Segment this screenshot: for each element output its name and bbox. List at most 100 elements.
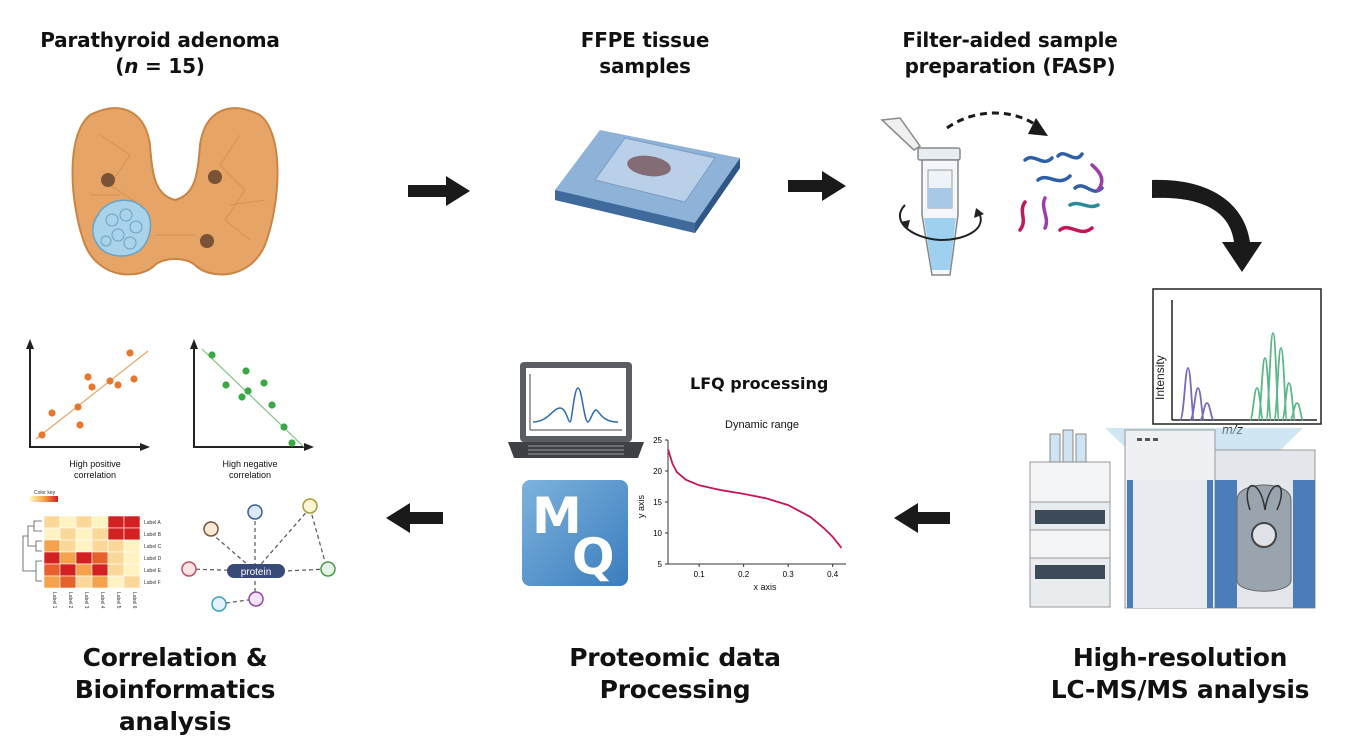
ffpe-title-line1: FFPE tissue — [580, 28, 710, 52]
negative-label-line2: correlation — [228, 470, 272, 481]
heatmap-cell — [75, 575, 93, 589]
x-tick-label: 0.4 — [827, 570, 839, 579]
scatter-point — [126, 349, 134, 357]
x-axis-label: x axis — [753, 582, 777, 592]
negative-label-line1: High negative — [222, 459, 278, 469]
laptop-illustration — [508, 362, 644, 458]
heatmap-cell — [75, 515, 93, 529]
fasp-illustration — [880, 117, 1104, 276]
n-symbol: n — [124, 53, 139, 78]
heatmap-col-label: Label 2 — [67, 592, 73, 609]
heatmap-cell — [107, 575, 125, 589]
heatmap-cell — [91, 563, 109, 577]
spectrum-ylabel: Intensity — [1153, 355, 1167, 400]
arrow-left-1 — [894, 503, 950, 533]
scatter-point — [84, 373, 92, 381]
y-axis-label: y axis — [636, 494, 646, 518]
heatmap-cell — [107, 551, 125, 565]
network-center-label: protein — [241, 567, 272, 578]
y-tick-label: 20 — [653, 467, 662, 476]
heatmap-cell — [43, 575, 61, 589]
heatmap-row-label: Label D — [144, 556, 162, 562]
heatmap-col-label: Label 1 — [51, 592, 57, 609]
scatter-point — [260, 379, 268, 387]
heatmap-cell — [107, 515, 125, 529]
heatmap-cell — [123, 527, 141, 541]
heatmap-cell — [91, 527, 109, 541]
heatmap-cell — [107, 527, 125, 541]
ffpe-title: FFPE tissue samples — [545, 28, 745, 79]
maxquant-logo: M Q — [522, 480, 628, 586]
heatmap-cell — [75, 563, 93, 577]
adenoma-title-line1: Parathyroid adenoma — [40, 28, 280, 52]
heatmap-col-label: Label 6 — [131, 592, 137, 609]
heatmap-cell — [91, 551, 109, 565]
lcms-title: High-resolution LC-MS/MS analysis — [1040, 642, 1320, 706]
y-tick-label: 25 — [653, 436, 662, 445]
heatmap-row-label: Label A — [144, 520, 161, 526]
heatmap-cell — [43, 551, 61, 565]
heatmap-cell — [59, 551, 77, 565]
thyroid-illustration — [71, 107, 279, 276]
lcms-instrument-illustration — [1029, 428, 1316, 609]
mass-spectrum-panel: Intensity — [1152, 288, 1322, 425]
fasp-title-line2: preparation (FASP) — [904, 53, 1116, 78]
heatmap-cell — [91, 575, 109, 589]
heatmap-cell — [75, 551, 93, 565]
positive-label: High positive correlation — [40, 459, 150, 482]
y-tick-label: 10 — [653, 529, 662, 538]
heatmap-cell — [123, 515, 141, 529]
heatmap-row-label: Label E — [144, 568, 162, 574]
mq-letter-q: Q — [572, 528, 615, 586]
heatmap-cell — [75, 539, 93, 553]
heatmap-cell — [43, 527, 61, 541]
lfq-heading: LFQ processing — [690, 374, 829, 393]
heatmap-cell — [123, 551, 141, 565]
lcms-title-line2: LC-MS/MS analysis — [1050, 675, 1310, 704]
scatter-point — [222, 381, 230, 389]
scatter-point — [130, 375, 138, 383]
adenoma-title: Parathyroid adenoma (n = 15) — [30, 28, 290, 79]
scatter-point — [114, 381, 122, 389]
y-tick-label: 5 — [658, 560, 663, 569]
y-tick-label: 15 — [653, 498, 662, 507]
ffpe-slide-illustration — [555, 130, 740, 233]
heatmap-col-label: Label 4 — [99, 592, 105, 609]
heatmap-col-label: Label 3 — [83, 592, 89, 609]
heatmap-color-key — [30, 496, 58, 502]
adenoma-title-line2: (n = 15) — [115, 53, 205, 78]
heatmap-cell — [123, 575, 141, 589]
heatmap-cell — [59, 563, 77, 577]
positive-correlation-plot — [26, 339, 150, 451]
heatmap-cell — [91, 539, 109, 553]
heatmap-key-label: Color key — [34, 490, 56, 496]
scatter-point — [288, 439, 296, 447]
scatter-point — [238, 393, 246, 401]
negative-correlation-plot — [190, 339, 314, 451]
scatter-point — [74, 403, 82, 411]
heatmap-cell — [123, 563, 141, 577]
heatmap-cell — [59, 515, 77, 529]
heatmap-cell — [43, 563, 61, 577]
heatmap-cell — [75, 527, 93, 541]
heatmap-cell — [107, 563, 125, 577]
heatmap-cell — [59, 527, 77, 541]
arrow-right-1 — [408, 176, 470, 206]
fasp-title-line1: Filter-aided sample — [902, 28, 1118, 52]
heatmap-cell — [43, 515, 61, 529]
positive-label-line2: correlation — [73, 470, 117, 481]
heatmap-cell — [107, 539, 125, 553]
arrow-curve-down — [1152, 179, 1262, 272]
scatter-point — [208, 351, 216, 359]
heatmap-row-label: Label B — [144, 532, 162, 538]
correlation-title-line1: Correlation & — [82, 643, 268, 672]
scatter-point — [244, 387, 252, 395]
arrow-left-2 — [386, 503, 443, 533]
heatmap-cell — [123, 539, 141, 553]
heatmap-cell — [59, 539, 77, 553]
ffpe-title-line2: samples — [599, 53, 691, 78]
scatter-point — [48, 409, 56, 417]
